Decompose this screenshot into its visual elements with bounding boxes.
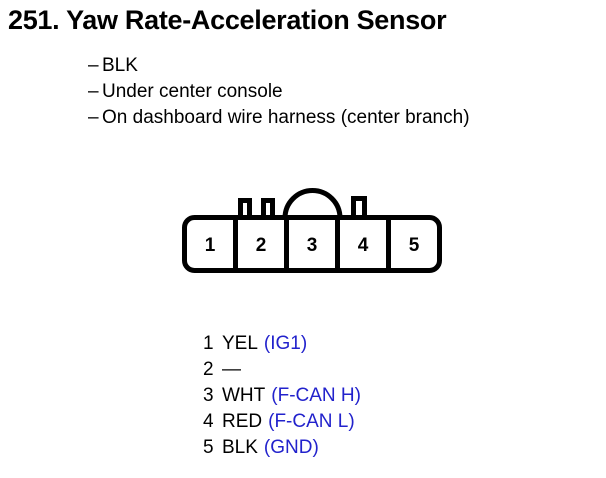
description-item-label: BLK (102, 55, 138, 76)
pin-wire-color: RED (222, 411, 263, 432)
connector-arch-icon (282, 188, 343, 219)
pin-assignment-row: 3 WHT (F-CAN H) (203, 383, 533, 409)
pin-number: 3 (203, 385, 214, 406)
connector-diagram: 1 2 3 4 5 (170, 188, 460, 283)
pin-number: 5 (203, 437, 214, 458)
pin-number: 1 (203, 333, 214, 354)
pin-assignment-list: 1 YEL (IG1) 2 — 3 WHT (F-CAN H) 4 RED (F… (203, 331, 533, 461)
pin-signal-name: (IG1) (263, 333, 308, 354)
pin-signal-name: (GND) (263, 437, 319, 458)
connector-pin-label-3: 3 (307, 235, 318, 256)
connector-pin-label-2: 2 (256, 235, 267, 256)
pin-assignment-row: 1 YEL (IG1) (203, 331, 533, 357)
pin-signal-name: (F-CAN L) (268, 411, 355, 432)
pin-signal-name: (F-CAN H) (271, 385, 361, 406)
description-item-3: – On dashboard wire harness (center bran… (88, 105, 588, 131)
pin-wire-color: BLK (222, 437, 258, 458)
dash-bullet-icon: – (88, 107, 99, 128)
pin-assignment-row: 4 RED (F-CAN L) (203, 409, 533, 435)
pin-wire-color: YEL (222, 333, 258, 354)
connector-pin-label-5: 5 (409, 235, 420, 256)
pin-wire-color: — (222, 359, 241, 380)
connector-tab-right-icon (351, 196, 367, 218)
connector-pin-label-1: 1 (205, 235, 216, 256)
connector-pin-label-4: 4 (358, 235, 369, 256)
dash-bullet-icon: – (88, 81, 99, 102)
description-item-2: – Under center console (88, 79, 588, 105)
connector-svg: 1 2 3 4 5 (182, 188, 442, 273)
pin-number: 4 (203, 411, 214, 432)
description-item-label: Under center console (102, 81, 283, 102)
connector-tab-left-a-icon (238, 198, 252, 218)
description-item-1: – BLK (88, 53, 588, 79)
pin-wire-color: WHT (222, 385, 266, 406)
description-item-label: On dashboard wire harness (center branch… (102, 107, 470, 128)
description-list: – BLK – Under center console – On dashbo… (88, 53, 588, 131)
connector-body (182, 215, 442, 273)
pin-assignment-row: 5 BLK (GND) (203, 435, 533, 461)
dash-bullet-icon: – (88, 55, 99, 76)
pin-assignment-row: 2 — (203, 357, 533, 383)
connector-tab-left-b-icon (261, 198, 275, 218)
page-title: 251. Yaw Rate-Acceleration Sensor (8, 5, 447, 35)
pin-number: 2 (203, 359, 214, 380)
